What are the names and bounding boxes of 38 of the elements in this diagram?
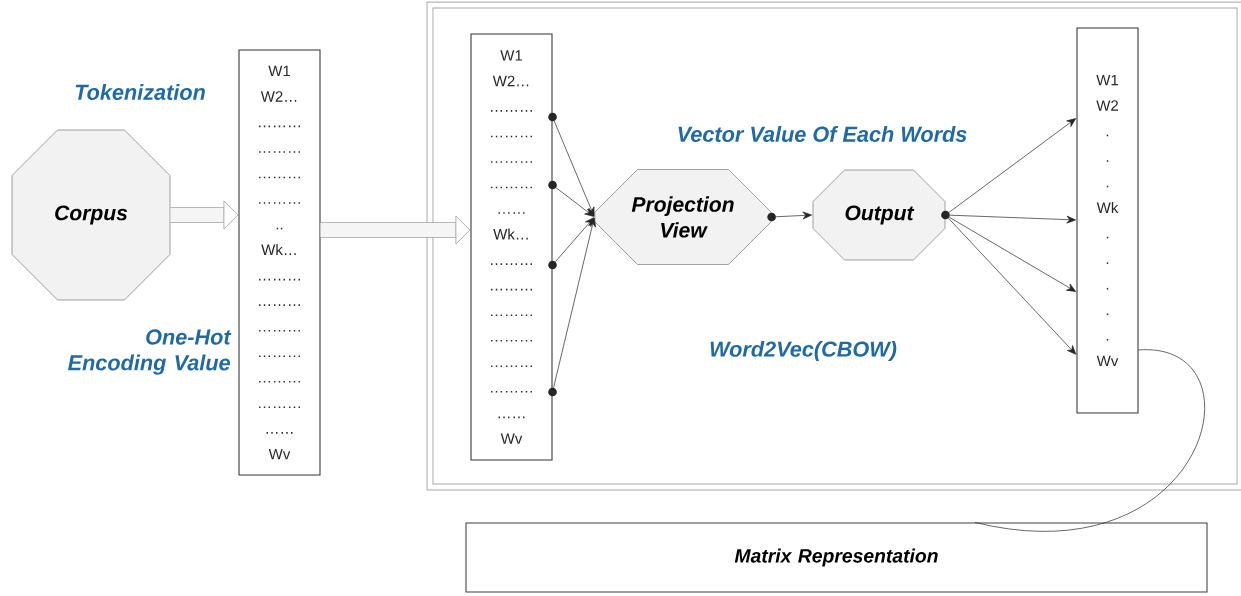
- curved-line: [974, 349, 1205, 532]
- stage-label: Vector Value Of Each Words: [678, 126, 967, 142]
- node-label: ………: [491, 110, 532, 112]
- node-label: ………: [491, 288, 532, 291]
- block-arrow: [170, 200, 239, 230]
- node-label: ………: [491, 314, 532, 316]
- octagon-box: Corpus: [11, 129, 171, 301]
- node-label: ……: [498, 416, 525, 419]
- node-label: ………: [491, 135, 532, 138]
- node-label: ………: [491, 161, 532, 163]
- block-arrow: [320, 215, 471, 245]
- word-list-column: W1 W2 . . . Wk . . . . . Wv: [1076, 27, 1139, 414]
- stage-label: One-Hot Encoding Value: [68, 329, 232, 375]
- arrow: [553, 217, 596, 389]
- arrow: [948, 217, 1077, 355]
- node-label: Wv: [500, 433, 523, 444]
- octagon-box: Output: [812, 169, 946, 261]
- arrow: [949, 214, 1076, 224]
- arrow: [555, 217, 595, 263]
- arrow: [775, 211, 812, 220]
- node-label: W1: [500, 50, 523, 61]
- stage-label: Tokenization: [75, 84, 205, 100]
- node-label: Wk…: [493, 228, 528, 240]
- node-label: ………: [491, 365, 532, 368]
- arrow: [948, 118, 1077, 213]
- octagon-box: Projection View: [594, 169, 772, 265]
- arrow: [555, 187, 594, 217]
- node-label: ………: [491, 263, 532, 265]
- result-box: Matrix Representation: [465, 522, 1208, 593]
- node-label: W2…: [492, 75, 529, 87]
- node-label: ………: [491, 391, 532, 393]
- node-label: ………: [491, 186, 532, 189]
- node-label: ………: [491, 339, 532, 342]
- node-label: ……: [498, 212, 525, 214]
- word-list-column: W1 W2… ……… ……… ……… ……… …… Wk… ……… ……… ……… ……… ……… ……… …… Wv: [470, 33, 553, 461]
- arrow: [948, 216, 1076, 292]
- word-list-column: W1 W2… ……… ……… ……… ……… .. Wk… ……… ……… ……… ……… ……… ……… …… Wv: [238, 49, 321, 476]
- arrow: [553, 120, 595, 217]
